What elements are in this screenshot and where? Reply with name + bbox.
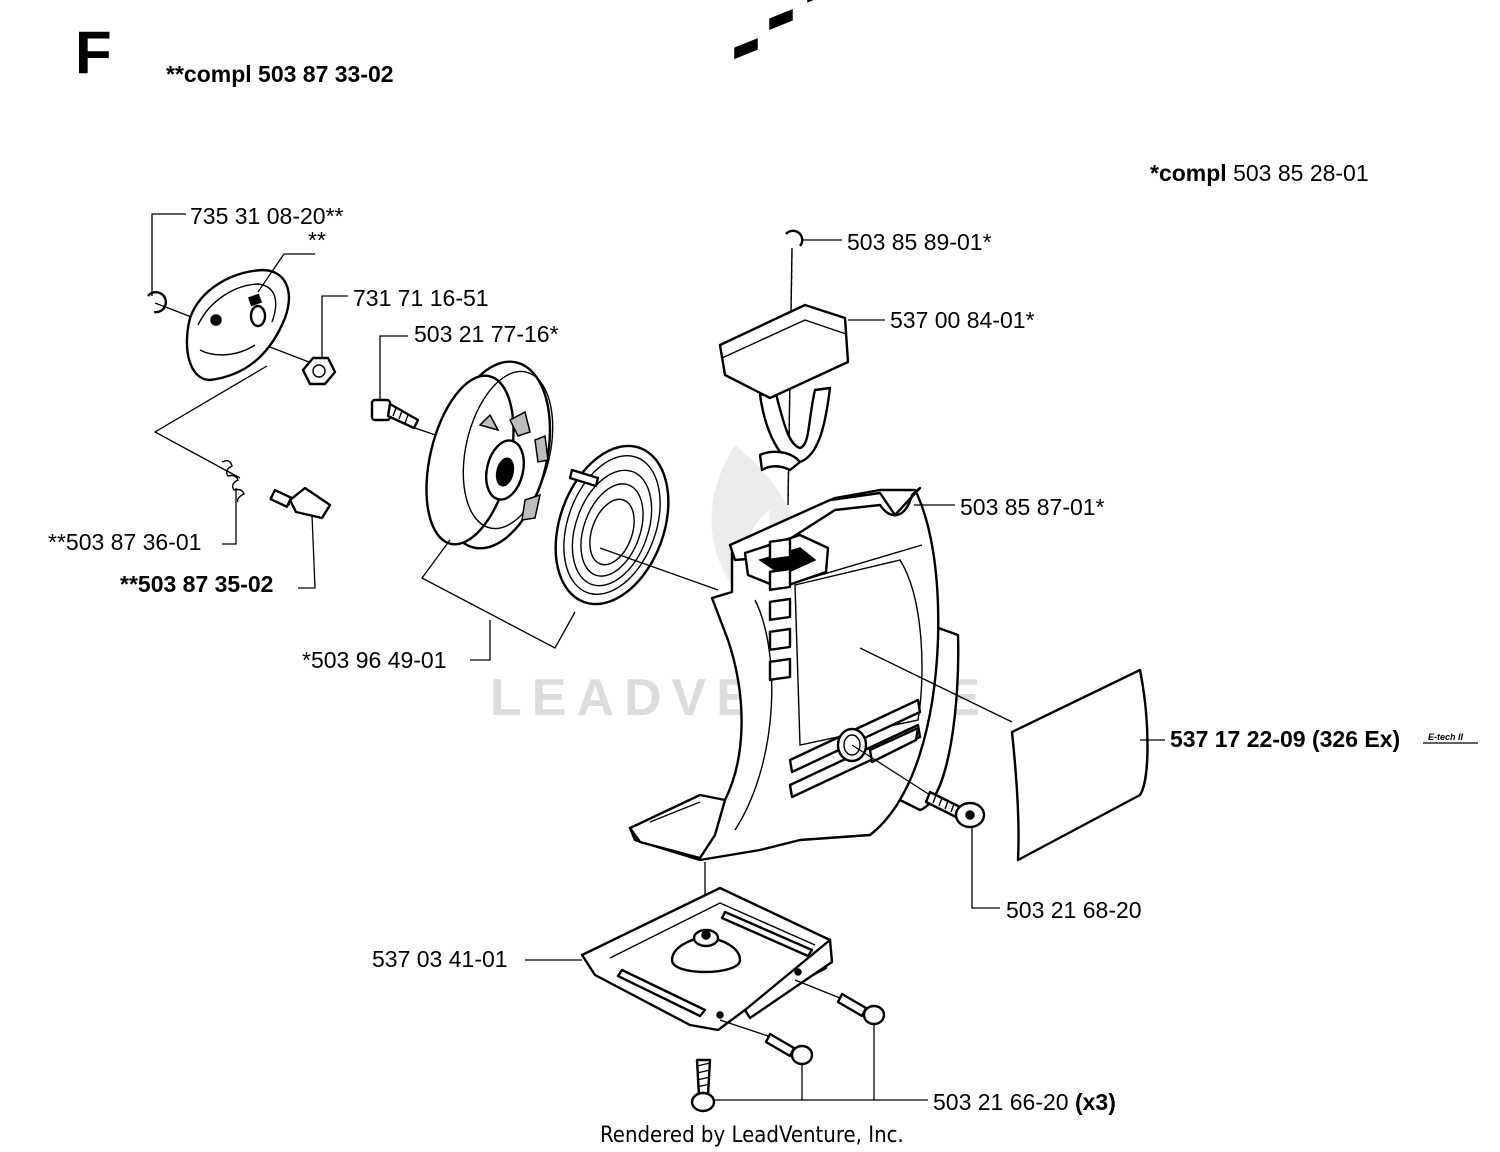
label-bracket: 537 03 41-01 xyxy=(372,946,508,972)
label-pawl: **503 87 35-02 xyxy=(120,571,273,597)
label-rope: 503 85 89-01* xyxy=(847,229,992,255)
label-pulley-screw: 503 21 77-16* xyxy=(414,321,559,347)
pulley-screw-part: 503 21 77-16* xyxy=(370,321,559,441)
label-handle: 537 00 84-01* xyxy=(890,307,1035,333)
label-nut: 731 71 16-51 xyxy=(353,285,489,311)
recoil-spring-part xyxy=(554,444,719,606)
label-bracket-screws: 503 21 66-20 (x3) xyxy=(933,1089,1116,1115)
footer-text: Rendered by LeadVenture, Inc. xyxy=(600,1123,904,1148)
etech-logo: E-tech II xyxy=(1428,732,1464,742)
decal-part: 537 17 22-09 (326 Ex) E-tech II xyxy=(1010,668,1478,862)
bracket-screws-part: 503 21 66-20 (x3) xyxy=(690,979,1116,1115)
circlip-part: 735 31 08-20** xyxy=(147,203,344,314)
housing-screw-part: 503 21 68-20 xyxy=(924,790,1142,923)
section-letter: F xyxy=(75,19,112,86)
label-decal: 537 17 22-09 (326 Ex) xyxy=(1170,726,1400,752)
label-housing-screw: 503 21 68-20 xyxy=(1006,897,1142,923)
pawl-part: **503 87 35-02 xyxy=(120,486,332,597)
label-pulley-spring: *503 96 49-01 xyxy=(302,647,447,673)
nut-part: 731 71 16-51 xyxy=(301,285,489,386)
assembly-label: **compl 503 87 33-02 xyxy=(166,61,394,87)
label-pawl-plate: ** xyxy=(308,227,326,253)
label-circlip: 735 31 08-20** xyxy=(190,203,344,229)
label-housing: 503 85 87-01* xyxy=(960,494,1105,520)
label-small-spring: **503 87 36-01 xyxy=(48,529,201,555)
starter-assembly-label: *compl 503 85 28-01 xyxy=(1150,160,1369,186)
pawl-plate-part: ** xyxy=(154,227,331,382)
rope-handle-part: 503 85 89-01* 537 00 84-01* xyxy=(718,0,1035,506)
small-spring-part: **503 87 36-01 xyxy=(48,459,245,555)
starter-housing-part: 503 85 87-01* xyxy=(628,486,1105,862)
rope-pulley-part xyxy=(425,360,554,550)
bracket-part: 537 03 41-01 xyxy=(372,862,834,1032)
